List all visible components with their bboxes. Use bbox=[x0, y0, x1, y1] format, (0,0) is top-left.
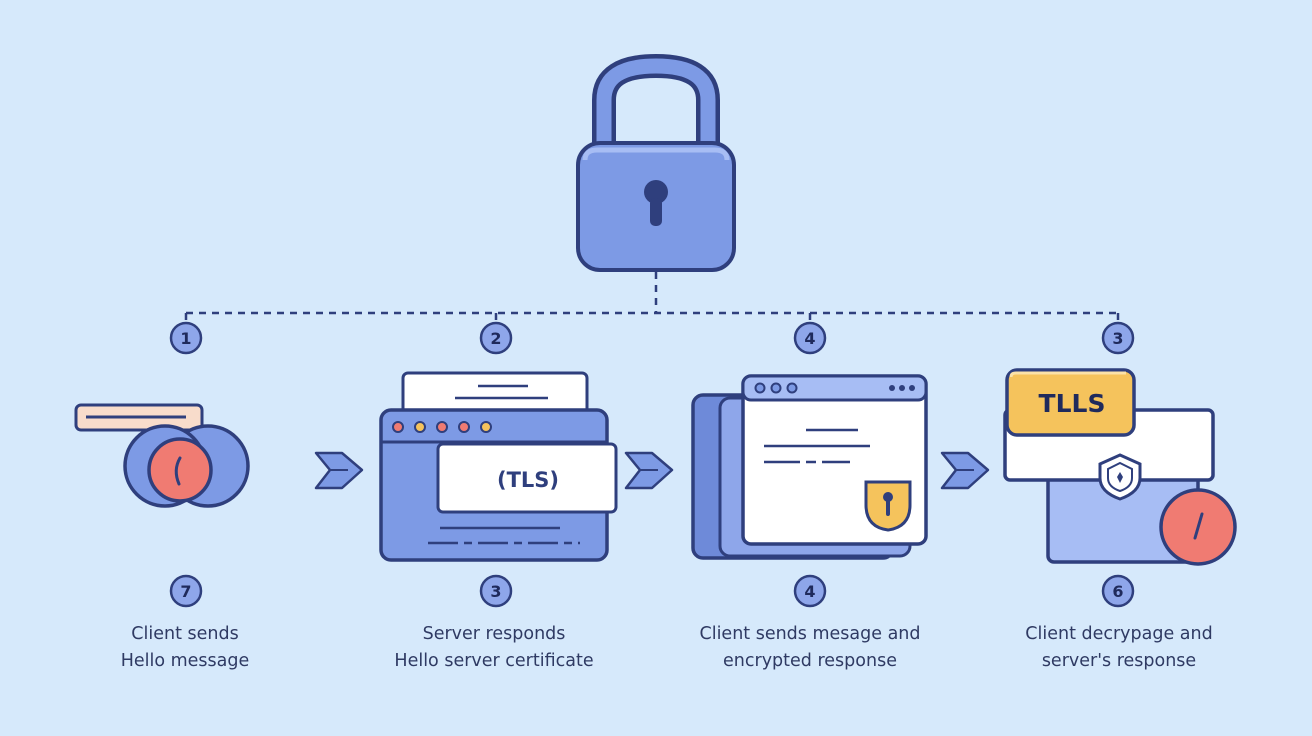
encrypted-message-window-icon bbox=[691, 374, 928, 560]
hello-bubble-icon bbox=[74, 403, 250, 508]
step-badge-top-1: 1 bbox=[169, 321, 203, 355]
step-badge-bottom-4: 6 bbox=[1101, 574, 1135, 608]
arrow-right-icon bbox=[314, 451, 364, 490]
step-badge-bottom-1: 7 bbox=[169, 574, 203, 608]
arrow-right-icon bbox=[624, 451, 674, 490]
shield-icon bbox=[1098, 453, 1142, 501]
tlls-card-label: TLLS bbox=[1039, 389, 1106, 418]
step-4-caption: Client decrypage and server's response bbox=[969, 621, 1269, 675]
caption-line: Hello message bbox=[120, 651, 250, 671]
step-badge-top-2: 2 bbox=[479, 321, 513, 355]
svg-text:3: 3 bbox=[490, 582, 501, 601]
step-3-caption: Client sends mesage and encrypted respon… bbox=[660, 621, 960, 675]
server-response-card: TLLS bbox=[1003, 368, 1237, 566]
arrow-right-icon bbox=[940, 451, 990, 490]
step-badge-top-4: 3 bbox=[1101, 321, 1135, 355]
step-badge-top-3: 4 bbox=[793, 321, 827, 355]
caption-line: Hello server certificate bbox=[394, 651, 594, 671]
padlock-icon bbox=[576, 53, 736, 272]
caption-line: Server responds bbox=[422, 624, 566, 644]
svg-text:6: 6 bbox=[1112, 582, 1123, 601]
caption-line: Client sends mesage and bbox=[699, 624, 921, 644]
svg-text:3: 3 bbox=[1112, 329, 1123, 348]
svg-text:1: 1 bbox=[180, 329, 191, 348]
certificate-window-icon: (TLS) bbox=[379, 371, 618, 562]
connector-lines bbox=[184, 272, 1120, 322]
caption-line: Client decrypage and bbox=[1025, 624, 1213, 644]
tls-window-label: (TLS) bbox=[497, 468, 559, 492]
step-badge-bottom-3: 4 bbox=[793, 574, 827, 608]
step-2-caption: Server responds Hello server certificate bbox=[344, 621, 644, 675]
caption-line: server's response bbox=[1041, 651, 1197, 671]
step-1-caption: Client sends Hello message bbox=[35, 621, 335, 675]
svg-text:7: 7 bbox=[180, 582, 191, 601]
svg-text:4: 4 bbox=[804, 582, 815, 601]
caption-line: encrypted response bbox=[723, 651, 897, 671]
svg-text:4: 4 bbox=[804, 329, 815, 348]
svg-text:2: 2 bbox=[490, 329, 501, 348]
caption-line: Client sends bbox=[131, 624, 239, 644]
step-badge-bottom-2: 3 bbox=[479, 574, 513, 608]
